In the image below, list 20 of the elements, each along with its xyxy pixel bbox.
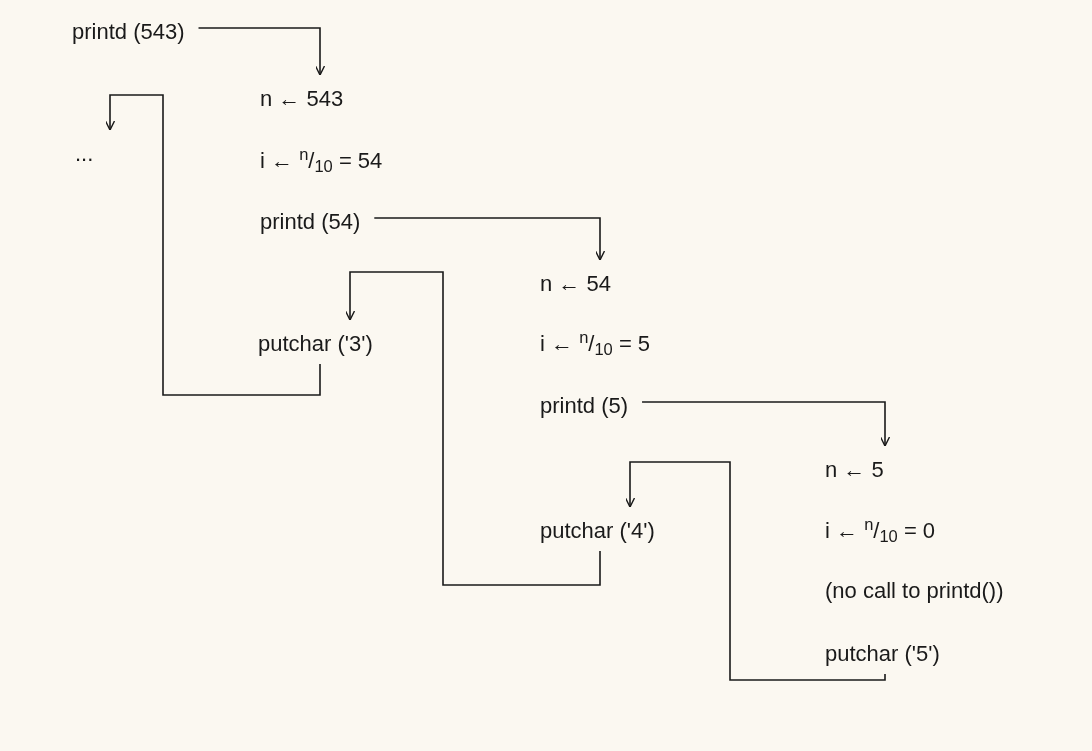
code-step: i ← $^{n}$/$_{10}$ = 5 bbox=[540, 320, 651, 360]
code-step: putchar ('5') bbox=[825, 630, 940, 670]
arrow bbox=[197, 27, 326, 76]
arrow bbox=[373, 217, 606, 261]
code-step: putchar ('3') bbox=[258, 320, 373, 360]
code-step: n ← 54 bbox=[540, 260, 611, 300]
code-step: (no call to printd()) bbox=[825, 567, 1004, 607]
code-step: printd (54) bbox=[260, 198, 361, 238]
code-step: printd (543) bbox=[72, 8, 185, 48]
code-step: printd (5) bbox=[540, 382, 629, 422]
arrow bbox=[624, 461, 886, 681]
code-step: n ← 5 bbox=[825, 446, 884, 486]
code-step: putchar ('4') bbox=[540, 507, 655, 547]
code-step: i ← $^{n}$/$_{10}$ = 54 bbox=[260, 137, 383, 177]
code-step: ... bbox=[75, 130, 94, 170]
code-step: i ← $^{n}$/$_{10}$ = 0 bbox=[825, 507, 936, 547]
arrow bbox=[104, 94, 321, 396]
code-step: n ← 543 bbox=[260, 75, 344, 115]
arrow bbox=[641, 401, 891, 447]
arrow bbox=[344, 271, 601, 586]
